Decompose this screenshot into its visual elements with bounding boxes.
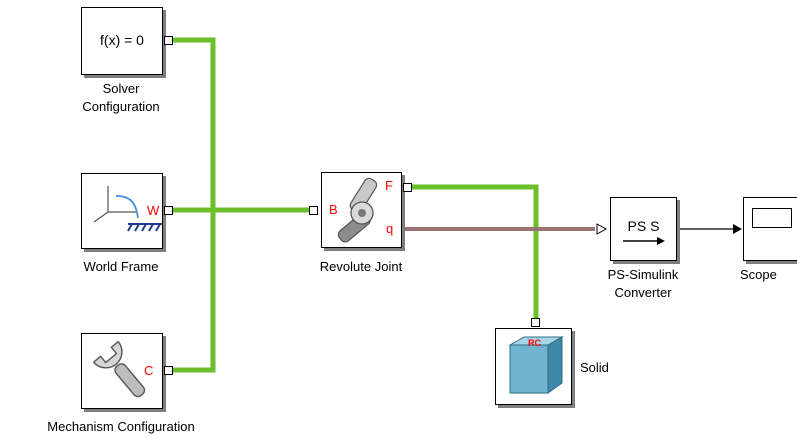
ps-simulink-converter-block[interactable]: PS S <box>610 197 677 261</box>
mechanism-label: Mechanism Configuration <box>47 419 195 434</box>
world-frame-label: World Frame <box>83 259 159 274</box>
solid-label: Solid <box>580 360 609 375</box>
solid-block[interactable]: RC <box>495 328 572 405</box>
revolute-joint-icon <box>337 177 378 243</box>
converter-label: PS-Simulink Converter <box>607 267 679 300</box>
solver-configuration-block[interactable]: f(x) = 0 <box>81 7 163 75</box>
scope-block[interactable] <box>743 197 797 261</box>
mechanism-port-label: C <box>144 363 154 378</box>
world-frame-block[interactable]: W <box>81 173 163 249</box>
revolute-to-solid-connection[interactable] <box>403 184 539 318</box>
revolute-port-f-label: F <box>385 178 393 193</box>
world-frame-port[interactable] <box>164 206 173 215</box>
revolute-port-b-label: B <box>329 202 338 217</box>
arrow-icon <box>623 237 665 245</box>
solid-port-label: RC <box>528 338 541 348</box>
solver-label: Solver Configuration <box>82 81 160 114</box>
revolute-label: Revolute Joint <box>319 259 403 274</box>
revolute-joint-block[interactable]: B F q <box>321 172 402 248</box>
revolute-port-f[interactable] <box>403 183 412 192</box>
solver-function-text: f(x) = 0 <box>100 32 144 48</box>
scope-screen-icon <box>752 208 792 228</box>
scope-label: Scope <box>740 267 777 282</box>
solver-to-mechanism-connection[interactable] <box>172 37 216 373</box>
world-frame-icon <box>93 186 162 232</box>
mechanism-configuration-block[interactable]: C <box>81 333 163 409</box>
solver-port[interactable] <box>164 36 173 45</box>
wrench-icon <box>92 340 146 398</box>
revolute-port-q-label: q <box>386 221 394 236</box>
world-frame-port-label: W <box>147 203 160 218</box>
solid-port[interactable] <box>531 318 540 327</box>
cube-icon <box>508 336 564 394</box>
mechanism-port[interactable] <box>164 366 173 375</box>
scope-input-arrow-icon <box>733 224 742 234</box>
revolute-port-b[interactable] <box>309 206 318 215</box>
converter-input-arrow-icon <box>596 223 608 235</box>
converter-icon-text: PS S <box>627 218 660 234</box>
